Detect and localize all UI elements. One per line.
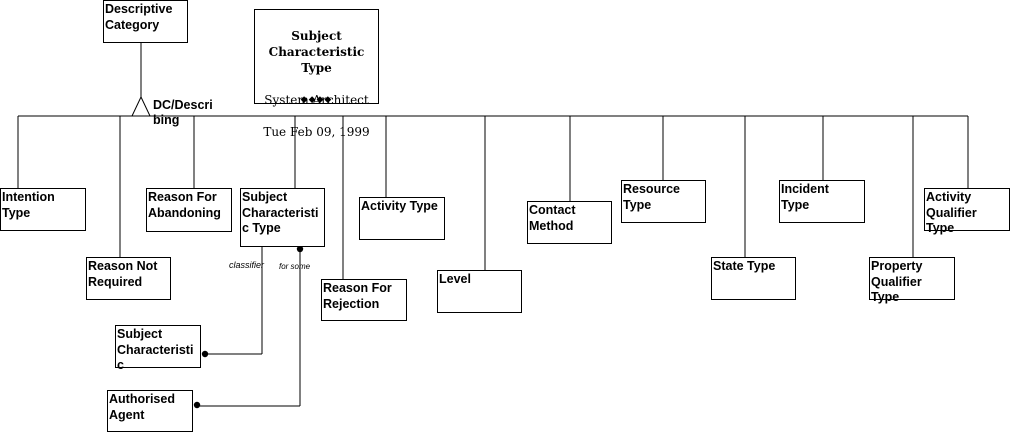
entity-authorised-agent[interactable]: Authorised Agent [107,390,193,432]
relationship-label-for-some: for some [279,262,311,271]
entity-intention-type[interactable]: Intention Type [0,188,86,231]
diagram-author: System Architect [264,93,369,107]
entity-label: Subject Characteristi c [117,327,194,372]
entity-label: Activity Qualifier Type [926,190,977,235]
entity-label: Reason For Rejection [323,281,392,311]
entity-reason-for-rejection[interactable]: Reason For Rejection [321,279,407,321]
entity-level[interactable]: Level [437,270,522,313]
entity-property-qualifier-type[interactable]: Property Qualifier Type [869,257,955,304]
entity-state-type[interactable]: State Type [711,257,796,300]
entity-activity-type[interactable]: Activity Type [359,197,445,240]
entity-activity-qualifier-type[interactable]: Activity Qualifier Type [924,188,1010,235]
entity-resource-type[interactable]: Resource Type [621,180,706,223]
entity-descriptive-category[interactable]: Descriptive Category [103,0,188,43]
entity-label: Resource Type [623,182,680,212]
entity-contact-method[interactable]: Contact Method [527,201,612,244]
relationship-label-dc-describing: DC/Descri bing [153,98,213,127]
relationship-label-classifier: classifier [229,260,265,270]
entity-label: Contact Method [529,203,576,233]
entity-label: Subject Characteristi c Type [242,190,319,235]
entity-label: Property Qualifier Type [871,259,923,304]
entity-label: Intention Type [2,190,55,220]
diamond-marker-icon: ◆◆◆◆ [300,94,333,104]
entity-reason-not-required[interactable]: Reason Not Required [86,257,171,300]
entity-label: Reason For Abandoning [148,190,221,220]
entity-label: Incident Type [781,182,829,212]
entity-subject-characteristic-type[interactable]: Subject Characteristi c Type [240,188,325,247]
entity-reason-for-abandoning[interactable]: Reason For Abandoning [146,188,232,232]
entity-label: Activity Type [361,199,438,213]
entity-label: State Type [713,259,776,273]
entity-incident-type[interactable]: Incident Type [779,180,865,223]
entity-label: Descriptive Category [105,2,173,32]
entity-label: Authorised Agent [109,392,175,422]
diagram-date: Tue Feb 09, 1999 [263,125,370,139]
diagram-title: Subject Characteristic Type [268,29,365,75]
entity-subject-characteristic[interactable]: Subject Characteristi c [115,325,201,372]
diagram-title-box: Subject Characteristic Type System Archi… [254,9,379,139]
entity-label: Reason Not Required [88,259,158,289]
entity-label: Level [439,272,471,286]
